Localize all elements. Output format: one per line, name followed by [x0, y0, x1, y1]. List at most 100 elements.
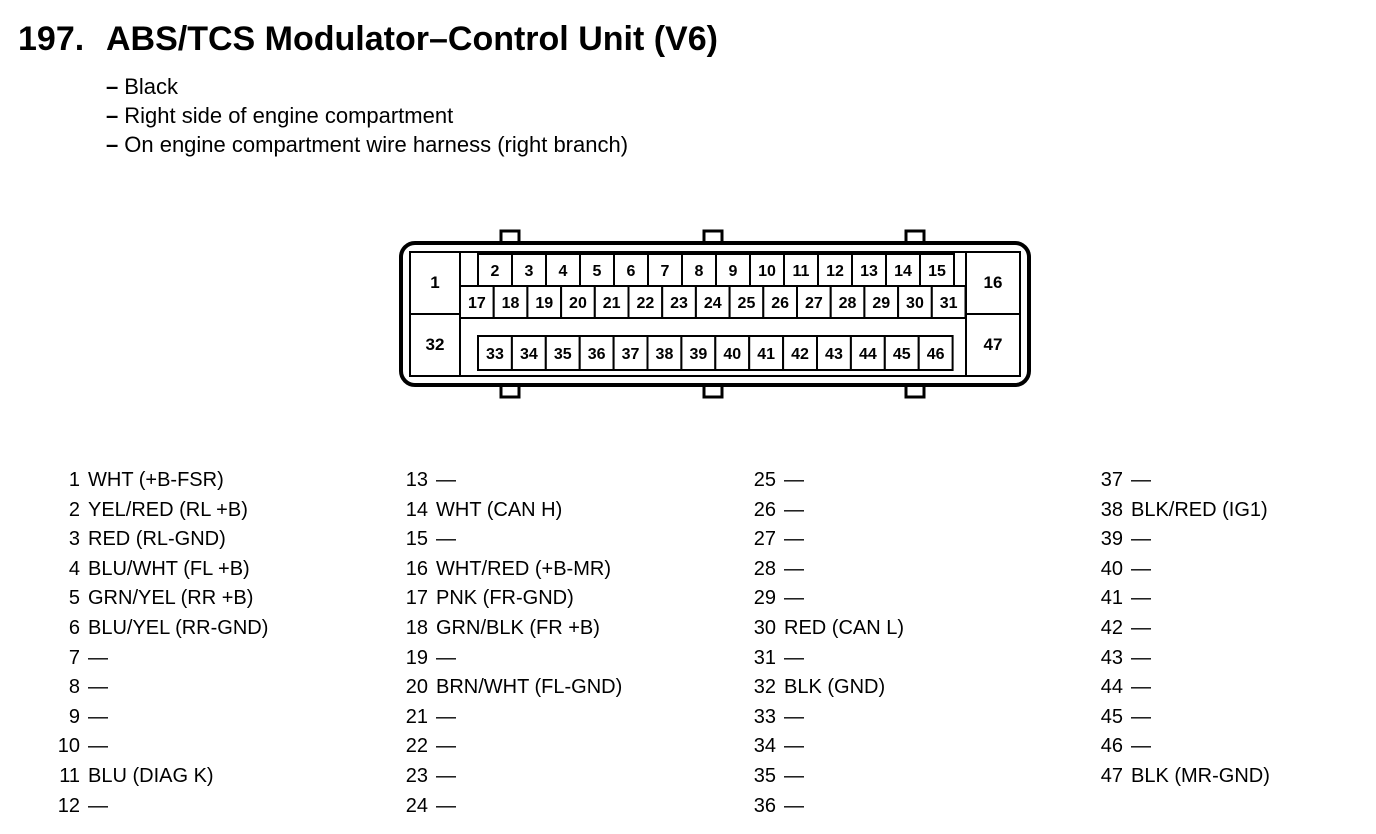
pin-label-6: 6: [627, 263, 636, 280]
pin-entry: 46—: [1097, 732, 1270, 762]
wire-description: RED (RL-GND): [88, 528, 226, 551]
pin-label-40: 40: [723, 346, 741, 363]
wire-description: —: [784, 557, 804, 580]
pin-cell: [851, 253, 887, 287]
pin-number: 31: [753, 646, 776, 669]
pin-label-23: 23: [670, 295, 688, 312]
pin-entry: 35—: [750, 762, 904, 792]
pin-number: 38: [1100, 498, 1123, 521]
pin-cell: [694, 285, 731, 319]
wire-description: —: [88, 735, 108, 758]
pin-cell: [749, 253, 785, 287]
wire-description: —: [1131, 676, 1151, 699]
wire-description: —: [1131, 735, 1151, 758]
pin-entry: 26—: [750, 496, 904, 526]
pin-number: 34: [753, 735, 776, 758]
pin-cell: [578, 335, 615, 371]
pin-entry: 27—: [750, 525, 904, 555]
pin-entry: 7—: [54, 644, 268, 674]
wire-description: —: [1131, 705, 1151, 728]
pin-entry: 21—: [402, 703, 622, 733]
pin-cell: [897, 285, 933, 319]
pin-label-3: 3: [525, 263, 534, 280]
pin-entry: 11 BLU (DIAG K): [54, 762, 268, 792]
pin-cell: [930, 285, 967, 319]
note-dash: –: [106, 74, 119, 99]
wire-description: —: [436, 735, 456, 758]
pin-entry: 23—: [402, 762, 622, 792]
pin-number: 18: [405, 616, 428, 639]
wire-description: RED (CAN L): [784, 616, 905, 639]
pin-cell: [613, 253, 649, 287]
pin-number: 29: [753, 587, 776, 610]
pin-label-17: 17: [468, 295, 486, 312]
pin-number: 47: [1100, 764, 1123, 787]
pin-entry: 41—: [1097, 584, 1270, 614]
pin-number: 4: [68, 557, 80, 580]
pin-entry: 43—: [1097, 644, 1270, 674]
pin-label-13: 13: [860, 263, 878, 280]
pin-number: 11: [59, 764, 80, 787]
pin-label-10: 10: [758, 263, 776, 280]
pin-number: 44: [1100, 676, 1123, 699]
pin-label-45: 45: [893, 346, 911, 363]
pin-entry: 33—: [750, 703, 904, 733]
note-dash: –: [106, 103, 119, 128]
wire-description: —: [436, 764, 456, 787]
pin-entry: 14 WHT (CAN H): [402, 496, 622, 526]
title-text: ABS/TCS Modulator–Control Unit (V6): [106, 20, 718, 58]
pin-label-39: 39: [689, 346, 707, 363]
pin-cell: [680, 335, 717, 371]
wire-description: —: [1131, 528, 1151, 551]
pin-number: 42: [1100, 616, 1123, 639]
pin-label-35: 35: [554, 346, 572, 363]
pin-entry: 45—: [1097, 703, 1270, 733]
pin-entry: 37 —: [1097, 466, 1270, 496]
pin-number: 26: [753, 498, 776, 521]
wire-description: WHT (+B-FSR): [88, 469, 224, 491]
wire-description: —: [784, 469, 804, 491]
wire-description: WHT (CAN H): [436, 498, 563, 521]
pin-number: 30: [753, 616, 776, 639]
pin-number: 37: [1100, 469, 1123, 491]
pin-entry: 29—: [750, 584, 904, 614]
pin-label-7: 7: [661, 263, 670, 280]
pin-entry: 39—: [1097, 525, 1270, 555]
pin-number: 14: [405, 498, 428, 521]
pin-cell: [560, 285, 596, 319]
wire-description: —: [436, 794, 456, 817]
wire-description: —: [88, 646, 108, 669]
pin-label-15: 15: [928, 263, 946, 280]
pin-cell: [883, 335, 920, 371]
pin-cell: [510, 335, 547, 371]
pin-entry: 34—: [750, 732, 904, 762]
pin-number: 17: [405, 587, 428, 610]
pin-label-30: 30: [906, 295, 924, 312]
pin-cell: [477, 335, 513, 371]
pin-label-25: 25: [738, 295, 756, 312]
wire-description: —: [436, 646, 456, 669]
wire-description: —: [1131, 469, 1151, 491]
page-title: 197.ABS/TCS Modulator–Control Unit (V6): [18, 20, 718, 59]
wire-description: BLU/YEL (RR-GND): [88, 616, 269, 639]
pin-number: 19: [405, 646, 428, 669]
wire-description: —: [784, 646, 804, 669]
wire-description: —: [88, 794, 108, 817]
pin-number: 20: [405, 676, 428, 699]
wire-description: BLU (DIAG K): [88, 764, 214, 787]
wire-description: —: [88, 676, 108, 699]
pin-number: 12: [57, 794, 80, 817]
pin-number: 15: [405, 528, 428, 551]
